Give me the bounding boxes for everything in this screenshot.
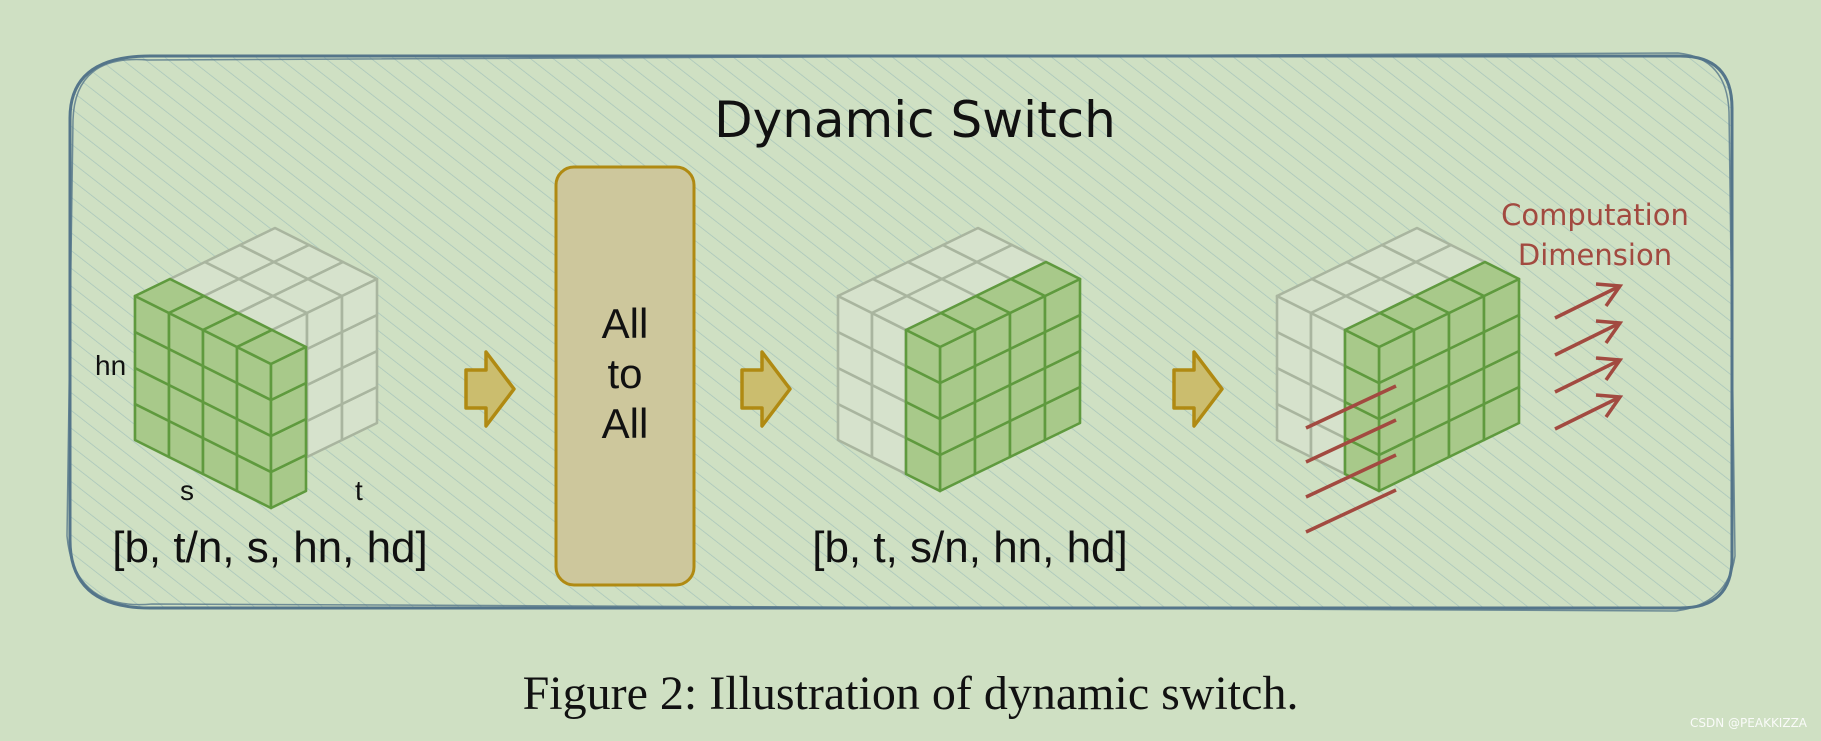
all-to-all-block: All to All — [554, 165, 696, 587]
right-tensor-cube — [1275, 226, 1521, 493]
left-tensor-cube — [133, 226, 379, 510]
middle-shape-label: [b, t, s/n, hn, hd] — [812, 523, 1128, 572]
computation-arrow-head — [1595, 319, 1624, 345]
left-active-block — [133, 277, 308, 510]
active-cell — [1343, 328, 1381, 385]
computation-arrow-head — [1595, 393, 1624, 419]
computation-label-line-1: Computation — [1501, 198, 1689, 232]
computation-arrow — [1554, 358, 1621, 394]
computation-arrow — [1554, 284, 1621, 320]
arrow-icon — [740, 350, 792, 428]
computation-line — [1305, 453, 1397, 499]
watermark: CSDN @PEAKKIZZA — [1690, 716, 1807, 730]
active-cell — [1009, 260, 1082, 298]
middle-tensor-cube — [836, 226, 1082, 493]
computation-label-line-2: Dimension — [1518, 238, 1672, 272]
axis-label-t: t — [355, 475, 363, 506]
computation-arrow-head — [1595, 356, 1624, 382]
active-cell — [269, 345, 308, 402]
active-cell — [1448, 260, 1521, 298]
left-shape-label: [b, t/n, s, hn, hd] — [112, 523, 428, 572]
axis-label-hn: hn — [95, 350, 126, 381]
computation-dimension-arrows — [1554, 282, 1624, 431]
computation-line — [1305, 488, 1397, 534]
computation-line — [1305, 418, 1397, 464]
active-cell — [904, 328, 942, 385]
inactive-cell — [340, 277, 379, 334]
all-to-all-line-3: All — [602, 400, 649, 447]
arrow-icon — [1172, 350, 1224, 428]
computation-line — [1305, 384, 1397, 430]
computation-arrow-head — [1595, 282, 1624, 308]
computation-arrow — [1554, 321, 1621, 357]
arrow-icon — [464, 350, 516, 428]
computation-input-lines — [1305, 384, 1397, 534]
axis-label-s: s — [180, 475, 194, 506]
all-to-all-line-1: All — [602, 300, 649, 347]
diagram-title: Dynamic Switch — [714, 91, 1116, 149]
all-to-all-line-2: to — [607, 350, 642, 397]
figure-caption: Figure 2: Illustration of dynamic switch… — [522, 667, 1299, 720]
computation-arrow — [1554, 395, 1621, 431]
